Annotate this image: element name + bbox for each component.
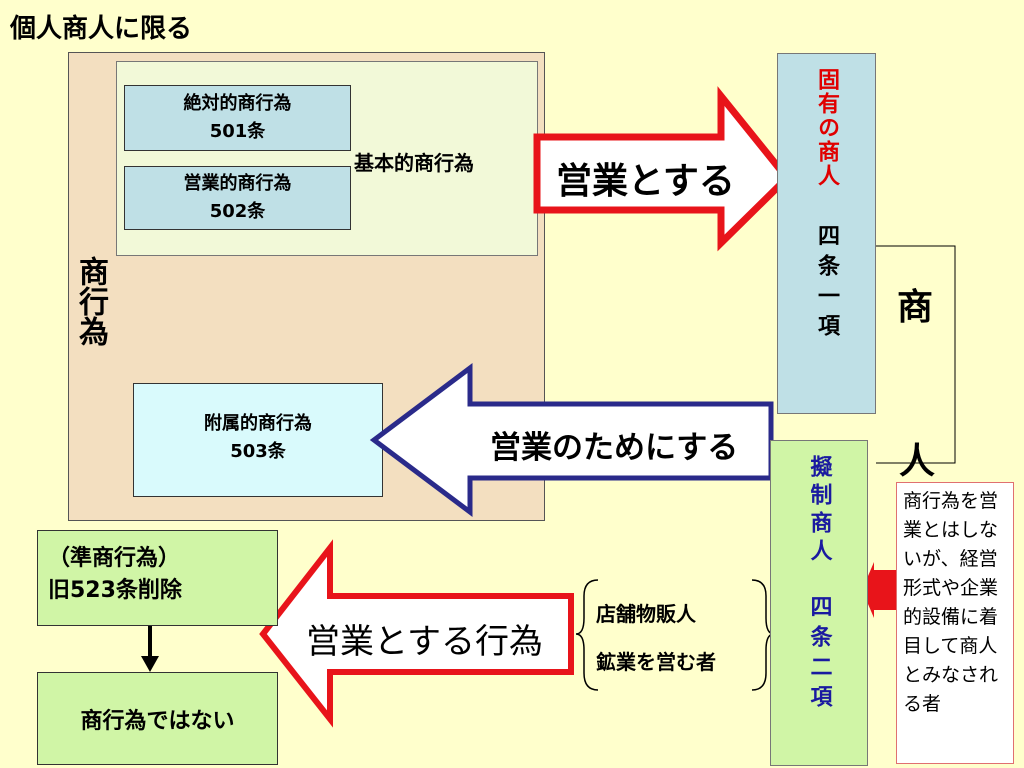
deemed-merchant-column: 擬制商人 四条二項 — [770, 440, 868, 766]
quasi-commercial-act-box: （準商行為） 旧523条削除 — [37, 530, 278, 626]
red-block-arrow-body — [874, 570, 896, 610]
auxiliary-commercial-act-name: 附属的商行為 — [204, 413, 312, 434]
not-commercial-act-box: 商行為ではない — [37, 672, 278, 765]
auxiliary-commercial-act-box: 附属的商行為 503条 — [133, 383, 383, 497]
page-title: 個人商人に限る — [10, 14, 193, 44]
merchant-char-top: 商 — [897, 287, 934, 328]
business-commercial-act-name: 営業的商行為 — [183, 173, 292, 194]
red-block-arrow-head — [862, 562, 874, 618]
left-red-arrow-shape — [259, 539, 574, 728]
not-commercial-act-label: 商行為ではない — [80, 708, 235, 734]
deemed-merchant-note: 商行為を営業とはしないが、経営形式や企業的設備に着目して商人とみなされる者 — [896, 482, 1014, 764]
merchant-char-bottom: 人 — [899, 441, 936, 482]
auxiliary-commercial-act-article: 503条 — [230, 441, 286, 462]
absolute-commercial-act-article: 501条 — [209, 121, 266, 142]
inherent-merchant-column: 固有の商人 四条一項 — [777, 53, 876, 414]
business-arrow-label: 営業とする — [556, 161, 735, 202]
left-arrow-shape — [369, 363, 774, 517]
act-of-business-arrow-label: 営業とする行為 — [306, 622, 543, 662]
brace-list: 店舗物販人 鉱業を営む者 — [596, 590, 716, 686]
brace-item-mining-operator: 鉱業を営む者 — [596, 650, 716, 674]
deemed-merchant-article: 四条二項 — [806, 595, 832, 715]
inherent-merchant-article: 四条一項 — [814, 224, 839, 344]
commercial-act-vertical-label: 商行為 — [73, 256, 108, 346]
right-arrow-shape — [533, 86, 792, 252]
absolute-commercial-act-box: 絶対的商行為 501条 — [124, 85, 351, 151]
brace-item-store-seller: 店舗物販人 — [596, 602, 696, 626]
business-commercial-act-box: 営業的商行為 502条 — [124, 166, 351, 230]
absolute-commercial-act-name: 絶対的商行為 — [183, 93, 292, 114]
down-arrow-head — [141, 656, 159, 672]
business-commercial-act-article: 502条 — [209, 201, 266, 222]
inherent-merchant-label: 固有の商人 — [814, 68, 839, 188]
for-business-arrow-label: 営業のためにする — [490, 430, 739, 466]
quasi-commercial-act-note: 旧523条削除 — [48, 578, 182, 603]
quasi-commercial-act-label: （準商行為） — [48, 546, 181, 571]
merchant-bracket — [876, 245, 956, 464]
basic-commercial-act-label: 基本的商行為 — [354, 151, 474, 175]
left-brace — [575, 579, 599, 691]
deemed-merchant-label: 擬制商人 — [806, 455, 832, 567]
